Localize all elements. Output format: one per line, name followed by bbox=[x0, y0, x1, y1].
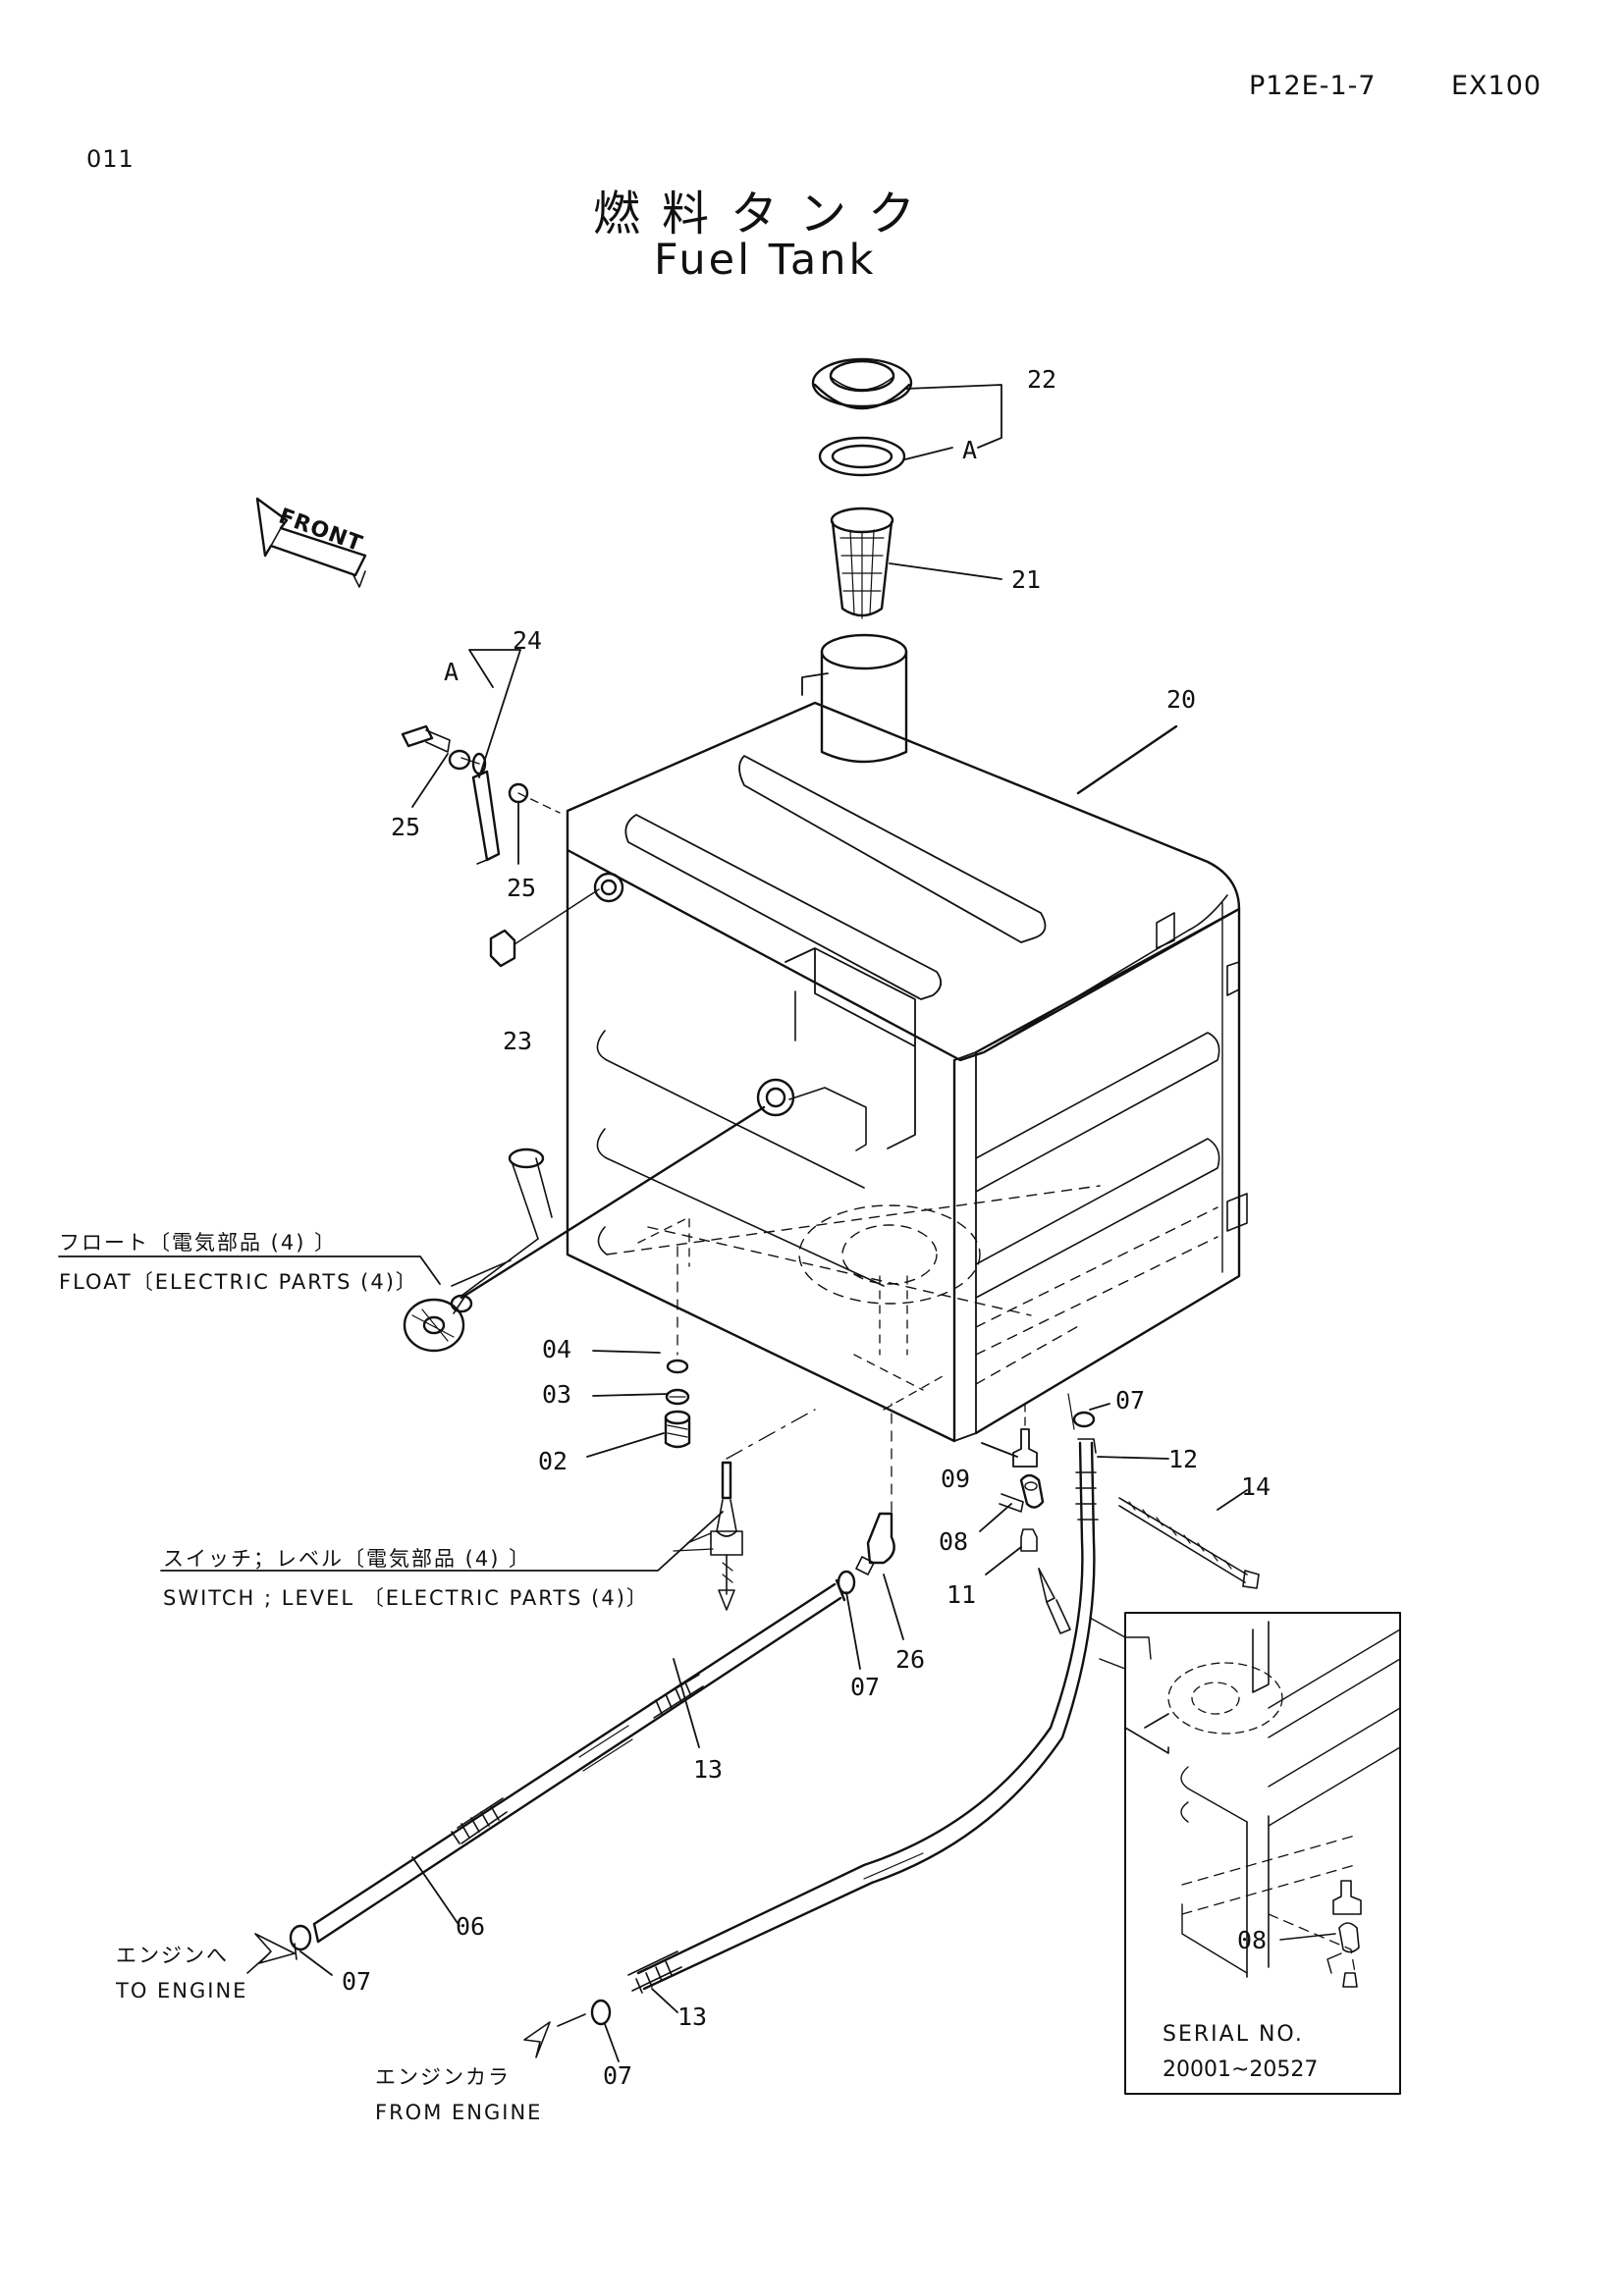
elbow-fitting-part bbox=[856, 1404, 894, 1575]
callout-07-top: 07 bbox=[1115, 1386, 1146, 1415]
from-engine-note-english: FROM ENGINE bbox=[375, 2101, 543, 2124]
nut-part bbox=[291, 1926, 310, 1949]
front-arrow-icon bbox=[257, 499, 365, 587]
callout-08: 08 bbox=[939, 1527, 969, 1556]
to-engine-note-english: TO ENGINE bbox=[116, 1979, 248, 2002]
from-engine-arrow-icon bbox=[524, 2022, 550, 2057]
callout-22: 22 bbox=[1027, 365, 1057, 394]
callout-09: 09 bbox=[941, 1465, 971, 1493]
callout-07-mid: 07 bbox=[850, 1673, 881, 1701]
to-engine-note-japanese: エンジンへ bbox=[116, 1944, 229, 1967]
callout-02: 02 bbox=[538, 1447, 568, 1475]
callout-11: 11 bbox=[947, 1580, 977, 1609]
callout-03: 03 bbox=[542, 1380, 572, 1409]
float-note-japanese: フロート〔電気部品 (4) 〕 bbox=[59, 1231, 338, 1255]
callout-14: 14 bbox=[1241, 1472, 1271, 1501]
nut-part bbox=[592, 2001, 610, 2024]
fuel-cap-part bbox=[813, 359, 911, 408]
from-engine-note-japanese: エンジンカラ bbox=[375, 2065, 511, 2089]
nut-part bbox=[1074, 1413, 1094, 1426]
connector-fitting-part bbox=[1013, 1404, 1037, 1467]
fitting-part bbox=[1021, 1529, 1037, 1551]
callout-a-gasket: A bbox=[962, 436, 978, 464]
fuel-tank-body bbox=[568, 703, 1247, 1441]
serial-label: SERIAL NO. bbox=[1163, 2022, 1304, 2047]
callout-04: 04 bbox=[542, 1335, 572, 1363]
callout-13-upper: 13 bbox=[693, 1755, 724, 1784]
model-name: EX100 bbox=[1451, 71, 1542, 101]
callout-20: 20 bbox=[1166, 685, 1197, 714]
cable-tie-part bbox=[1119, 1498, 1259, 1588]
page-number: 011 bbox=[86, 145, 135, 173]
filler-neck bbox=[802, 635, 906, 762]
bolt-part bbox=[403, 726, 527, 802]
mounting-bolt-part bbox=[666, 1412, 689, 1447]
hose-clamp-part bbox=[1000, 1475, 1043, 1512]
callout-25-right: 25 bbox=[507, 874, 537, 902]
serial-inset-box bbox=[1090, 1613, 1400, 2094]
switch-note-english: SWITCH ; LEVEL 〔ELECTRIC PARTS (4)〕 bbox=[163, 1586, 649, 1610]
strainer-part bbox=[832, 508, 893, 618]
page-title-english: Fuel Tank bbox=[654, 236, 877, 285]
callout-06: 06 bbox=[456, 1912, 486, 1941]
fuel-hose-06 bbox=[314, 1580, 844, 1942]
drain-plug-part bbox=[491, 931, 514, 966]
callout-a-bracket: A bbox=[444, 658, 460, 686]
callout-23: 23 bbox=[503, 1027, 533, 1055]
callout-07-to-engine: 07 bbox=[342, 1967, 372, 1996]
callout-26: 26 bbox=[895, 1645, 926, 1674]
cap-gasket-part bbox=[820, 438, 904, 475]
serial-range: 20001~20527 bbox=[1163, 2057, 1319, 2082]
callout-07-from-engine: 07 bbox=[603, 2061, 633, 2090]
callout-13-lower: 13 bbox=[677, 2002, 708, 2031]
page-title-japanese: 燃料タンク bbox=[593, 187, 938, 241]
fuel-hose-12 bbox=[628, 1439, 1098, 1993]
callout-leaders bbox=[59, 385, 1247, 2061]
level-switch-part bbox=[711, 1463, 742, 1610]
callout-08-inset: 08 bbox=[1237, 1926, 1268, 1954]
float-part bbox=[405, 1149, 552, 1351]
washer-part bbox=[667, 1361, 688, 1404]
callout-25-left: 25 bbox=[391, 813, 421, 841]
switch-note-japanese: スイッチ；レベル〔電気部品 (4) 〕 bbox=[163, 1547, 532, 1571]
callout-24: 24 bbox=[513, 626, 543, 655]
callout-21: 21 bbox=[1011, 565, 1042, 594]
tank-bracket-part bbox=[473, 754, 499, 864]
callout-12: 12 bbox=[1168, 1445, 1199, 1473]
page-code: P12E-1-7 bbox=[1249, 71, 1377, 101]
float-note-english: FLOAT〔ELECTRIC PARTS (4)〕 bbox=[59, 1270, 418, 1294]
